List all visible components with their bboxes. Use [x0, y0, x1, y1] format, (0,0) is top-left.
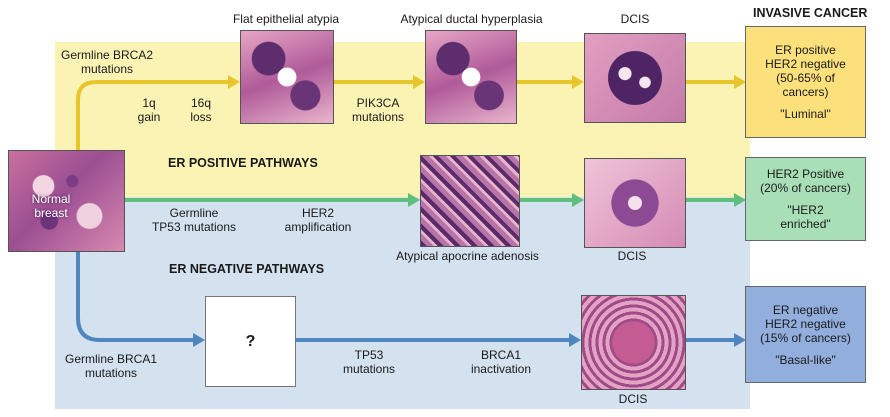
- green-arrowhead-2: [572, 193, 584, 207]
- yellow-arrowhead-3: [572, 75, 584, 89]
- green-arrowhead-3: [734, 193, 746, 207]
- loss-16q-label: 16q loss: [190, 96, 212, 124]
- basal-like-outcome-box: ER negative HER2 negative (15% of cancer…: [745, 286, 866, 383]
- atypical-apocrine-adenosis-image: [420, 155, 520, 247]
- flat-epithelial-atypia-label: Flat epithelial atypia: [232, 12, 340, 26]
- her2-enriched-outcome-box: HER2 Positive (20% of cancers) "HER2 enr…: [745, 157, 866, 241]
- germline-brca1-label: Germline BRCA1 mutations: [64, 352, 158, 380]
- dcis-middle-label: DCIS: [617, 249, 647, 263]
- yellow-arrowhead-1: [228, 75, 240, 89]
- atypical-apocrine-adenosis-label: Atypical apocrine adenosis: [396, 249, 539, 263]
- pik3ca-label: PIK3CA mutations: [351, 96, 405, 124]
- yellow-arrowhead-2: [413, 75, 425, 89]
- brca1-inactivation-label: BRCA1 inactivation: [470, 348, 532, 376]
- blue-arrowhead-1: [193, 333, 205, 347]
- dcis-bottom-image: [581, 295, 686, 390]
- flat-epithelial-atypia-image: [240, 30, 334, 124]
- her2-amplification-label: HER2 amplification: [284, 206, 352, 234]
- dcis-bottom-label: DCIS: [618, 392, 648, 406]
- dcis-top-label: DCIS: [620, 12, 650, 26]
- blue-arrow-start: [76, 250, 193, 342]
- er-negative-header: ER NEGATIVE PATHWAYS: [169, 262, 325, 276]
- invasive-cancer-header: INVASIVE CANCER: [753, 6, 868, 20]
- normal-breast-image: [8, 150, 125, 252]
- gain-1q-label: 1q gain: [137, 96, 161, 124]
- dcis-top-image: [584, 33, 686, 123]
- luminal-outcome-box: ER positive HER2 negative (50-65% of can…: [745, 26, 866, 138]
- er-positive-header: ER POSITIVE PATHWAYS: [168, 156, 318, 170]
- yellow-arrow-start: [76, 80, 228, 152]
- dcis-middle-image: [584, 158, 686, 248]
- blue-arrowhead-3: [734, 333, 746, 347]
- atypical-ductal-hyperplasia-image: [425, 30, 517, 124]
- yellow-arrowhead-4: [734, 75, 746, 89]
- atypical-ductal-hyperplasia-label: Atypical ductal hyperplasia: [400, 12, 543, 26]
- normal-breast-label: Normal breast: [31, 192, 71, 220]
- tp53-mutations-label: TP53 mutations: [342, 348, 396, 376]
- blue-arrowhead-2: [569, 333, 581, 347]
- unknown-precursor-box: ?: [205, 296, 296, 387]
- germline-tp53-label: Germline TP53 mutations: [151, 206, 237, 234]
- green-arrowhead-1: [408, 193, 420, 207]
- germline-brca2-label: Germline BRCA2 mutations: [60, 48, 154, 76]
